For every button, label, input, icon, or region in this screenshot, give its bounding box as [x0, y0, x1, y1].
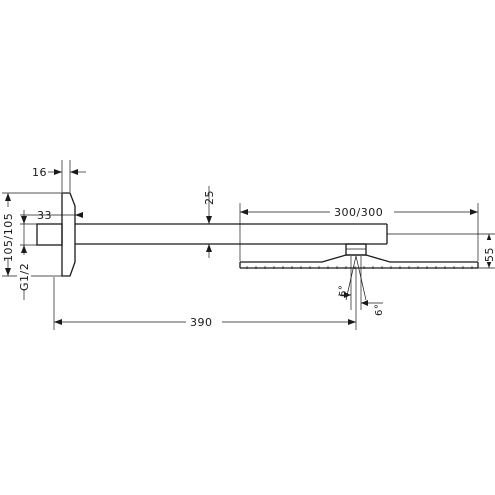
dimension-head-height: 55	[387, 233, 495, 269]
label-head-size: 300/300	[334, 206, 383, 219]
wall-plate	[61, 192, 76, 277]
label-plate-size: 105/105	[2, 213, 15, 262]
label-plate-depth: 16	[32, 166, 47, 179]
label-tilt-left: 6°	[338, 285, 349, 297]
dimension-plate-depth: 16	[32, 160, 86, 192]
ball-joint	[345, 243, 367, 256]
dimension-head-size: 300/300	[239, 203, 479, 261]
shower-arm	[75, 223, 388, 245]
label-arm-height: 25	[203, 190, 216, 205]
shower-head	[239, 254, 479, 269]
inlet-connector	[36, 223, 63, 246]
dimension-plate-size: 105/105	[1, 192, 62, 277]
nozzle-row	[246, 266, 473, 269]
dimension-arm-length: 390	[53, 268, 357, 330]
label-thread: G1/2	[18, 263, 31, 291]
dimension-arm-offset: 33	[20, 209, 83, 222]
dimension-thread: G1/2	[17, 210, 37, 300]
label-head-height: 55	[483, 247, 495, 262]
label-arm-offset: 33	[37, 209, 52, 222]
label-tilt-right: 6°	[374, 304, 385, 316]
dimension-arm-height: 25	[203, 186, 216, 258]
label-arm-length: 390	[190, 316, 213, 329]
dimension-tilt-angle: 6° 6°	[338, 255, 385, 316]
